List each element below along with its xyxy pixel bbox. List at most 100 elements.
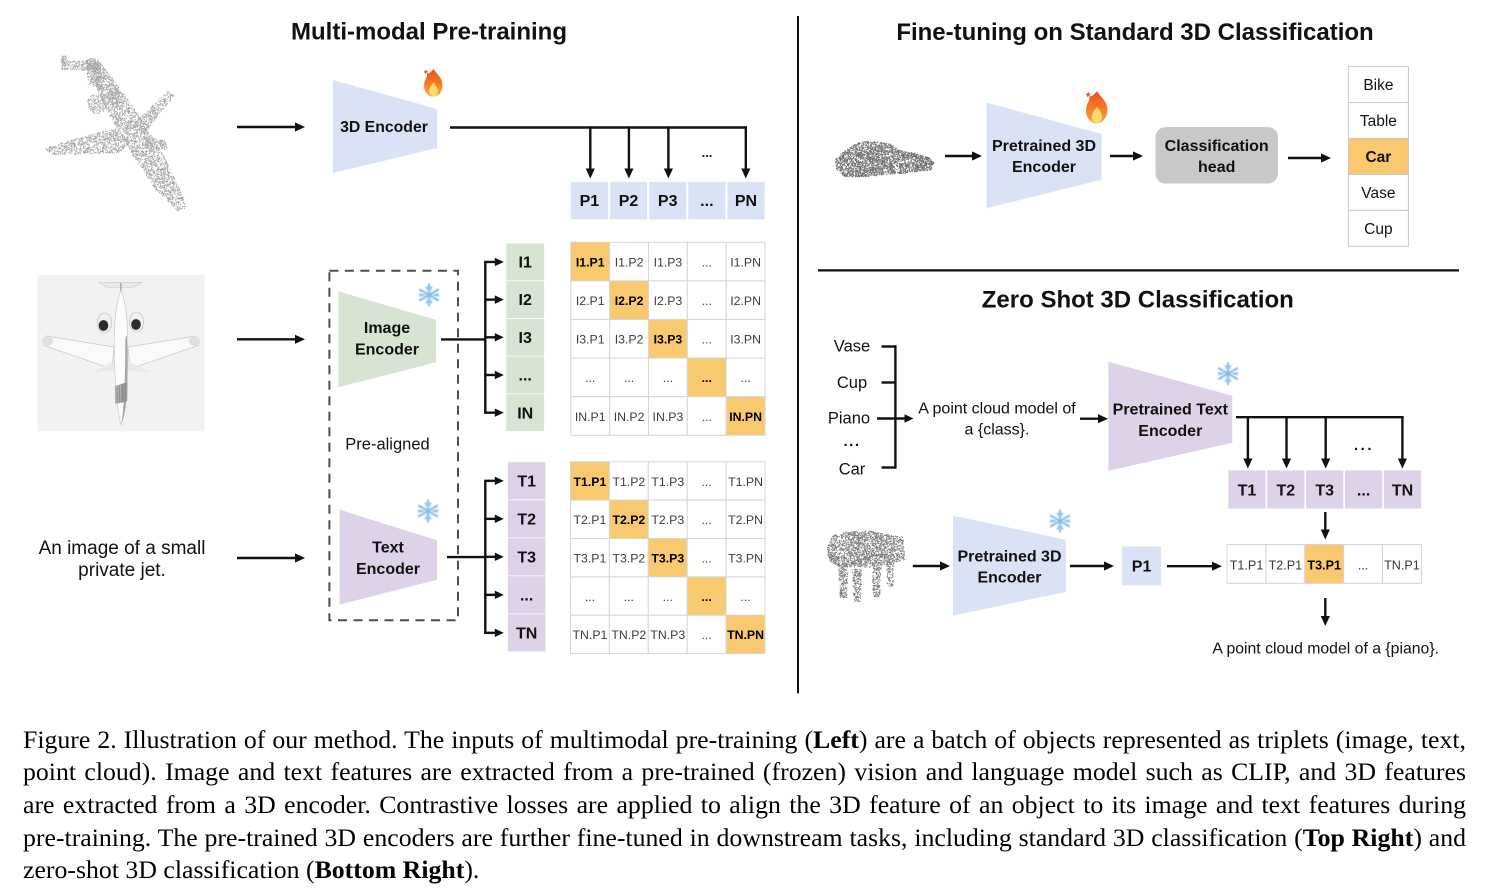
svg-text:An image of a small: An image of a small: [39, 538, 206, 559]
svg-text:I1.P3: I1.P3: [654, 255, 683, 269]
svg-text:P3: P3: [658, 193, 678, 210]
svg-text:T3.P1: T3.P1: [574, 552, 607, 566]
svg-text:T3.P2: T3.P2: [612, 552, 645, 566]
svg-text:...: ...: [624, 590, 634, 604]
svg-text:Text: Text: [372, 540, 404, 557]
svg-text:T2: T2: [517, 511, 536, 528]
svg-text:...: ...: [702, 513, 712, 527]
svg-text:TN: TN: [1392, 482, 1413, 499]
svg-text:Multi-modal Pre-training: Multi-modal Pre-training: [291, 19, 567, 46]
svg-text:Car: Car: [839, 461, 866, 479]
svg-text:...: ...: [741, 371, 751, 385]
svg-text:T1.P2: T1.P2: [612, 475, 645, 489]
svg-text:Fine-tuning on Standard 3D Cla: Fine-tuning on Standard 3D Classificatio…: [896, 19, 1373, 46]
svg-text:...: ...: [702, 333, 712, 347]
svg-text:...: ...: [663, 371, 673, 385]
svg-text:PN: PN: [735, 193, 757, 210]
svg-text:T2.P1: T2.P1: [1269, 559, 1303, 573]
svg-text:IN.P1: IN.P1: [575, 410, 606, 424]
svg-text:T1.P3: T1.P3: [651, 475, 684, 489]
svg-text:T3.PN: T3.PN: [728, 552, 763, 566]
svg-text:I3.P3: I3.P3: [654, 333, 683, 347]
svg-text:I1.PN: I1.PN: [730, 255, 761, 269]
svg-text:...: ...: [1357, 482, 1370, 499]
svg-text:IN.P2: IN.P2: [614, 410, 645, 424]
svg-text:...: ...: [702, 371, 712, 385]
svg-text:I1: I1: [519, 255, 532, 272]
svg-text:...: ...: [702, 410, 712, 424]
svg-text:I2.P2: I2.P2: [615, 294, 644, 308]
svg-text:I3: I3: [519, 330, 532, 347]
svg-text:T2.PN: T2.PN: [728, 513, 763, 527]
svg-text:Encoder: Encoder: [1138, 423, 1202, 440]
svg-text:...: ...: [702, 590, 712, 604]
svg-text:Bike: Bike: [1363, 77, 1393, 94]
svg-text:P1: P1: [1132, 559, 1152, 576]
svg-text:...: ...: [700, 193, 713, 210]
svg-text:T3: T3: [517, 549, 536, 566]
svg-text:I3.P2: I3.P2: [615, 333, 644, 347]
svg-text:Image: Image: [364, 320, 410, 337]
svg-text:...: ...: [520, 587, 533, 604]
svg-text:T3.P3: T3.P3: [651, 552, 684, 566]
svg-text:Encoder: Encoder: [977, 570, 1041, 587]
svg-text:Pretrained 3D: Pretrained 3D: [992, 138, 1096, 155]
svg-text:T1: T1: [1238, 482, 1257, 499]
svg-text:Piano: Piano: [828, 410, 870, 428]
svg-text:A point cloud model of a {pian: A point cloud model of a {piano}.: [1212, 640, 1439, 657]
svg-text:I2.PN: I2.PN: [730, 294, 761, 308]
svg-text:...: ...: [702, 552, 712, 566]
svg-text:T2.P3: T2.P3: [651, 513, 684, 527]
svg-text:...: ...: [702, 475, 712, 489]
svg-text:...: ...: [702, 294, 712, 308]
svg-text:T1: T1: [517, 473, 536, 490]
svg-text:Encoder: Encoder: [1012, 159, 1076, 176]
svg-text:Pre-aligned: Pre-aligned: [345, 436, 429, 454]
svg-text:Cup: Cup: [1364, 221, 1392, 238]
svg-text:T3.P1: T3.P1: [1307, 559, 1341, 573]
svg-text:T2: T2: [1276, 482, 1295, 499]
svg-text:TN.P2: TN.P2: [611, 628, 646, 642]
svg-text:A point cloud model of: A point cloud model of: [918, 401, 1076, 418]
svg-text:...: ...: [663, 590, 673, 604]
svg-text:private jet.: private jet.: [78, 560, 166, 581]
svg-text:...: ...: [702, 628, 712, 642]
svg-text:...: ...: [585, 590, 595, 604]
svg-text:...: ...: [624, 371, 634, 385]
svg-text:Zero Shot 3D Classification: Zero Shot 3D Classification: [982, 287, 1294, 314]
svg-text:Encoder: Encoder: [356, 561, 420, 578]
svg-text:TN.P1: TN.P1: [1384, 559, 1420, 573]
svg-text:I1.P1: I1.P1: [576, 255, 605, 269]
svg-text:T1.P1: T1.P1: [574, 475, 607, 489]
svg-text:TN.P3: TN.P3: [650, 628, 685, 642]
svg-text:Pretrained 3D: Pretrained 3D: [957, 548, 1061, 565]
svg-text:head: head: [1198, 159, 1235, 176]
svg-text:P1: P1: [580, 193, 600, 210]
svg-text:Table: Table: [1360, 113, 1397, 130]
svg-text:Vase: Vase: [1361, 185, 1395, 202]
svg-text:...: ...: [519, 368, 532, 385]
svg-text:IN: IN: [517, 405, 533, 422]
svg-text:...: ...: [585, 371, 595, 385]
svg-text:T1.P1: T1.P1: [1230, 559, 1264, 573]
svg-text:TN.PN: TN.PN: [727, 628, 764, 642]
svg-text:...: ...: [1354, 437, 1374, 454]
svg-text:Pretrained Text: Pretrained Text: [1113, 402, 1229, 419]
svg-text:...: ...: [702, 145, 713, 160]
svg-text:TN.P1: TN.P1: [573, 628, 608, 642]
svg-text:Classification: Classification: [1165, 138, 1269, 155]
svg-text:I2.P3: I2.P3: [654, 294, 683, 308]
svg-text:...: ...: [1358, 559, 1369, 573]
svg-text:T2.P2: T2.P2: [612, 513, 645, 527]
svg-text:...: ...: [740, 590, 750, 604]
svg-text:T1.PN: T1.PN: [728, 475, 763, 489]
svg-text:...: ...: [702, 255, 712, 269]
svg-text:Vase: Vase: [834, 338, 870, 356]
svg-text:P2: P2: [619, 193, 639, 210]
svg-text:IN.PN: IN.PN: [729, 410, 762, 424]
svg-text:IN.P3: IN.P3: [653, 410, 684, 424]
svg-text:Encoder: Encoder: [355, 341, 419, 358]
svg-text:TN: TN: [516, 625, 537, 642]
svg-text:Cup: Cup: [837, 374, 867, 392]
svg-text:a {class}.: a {class}.: [965, 422, 1030, 439]
